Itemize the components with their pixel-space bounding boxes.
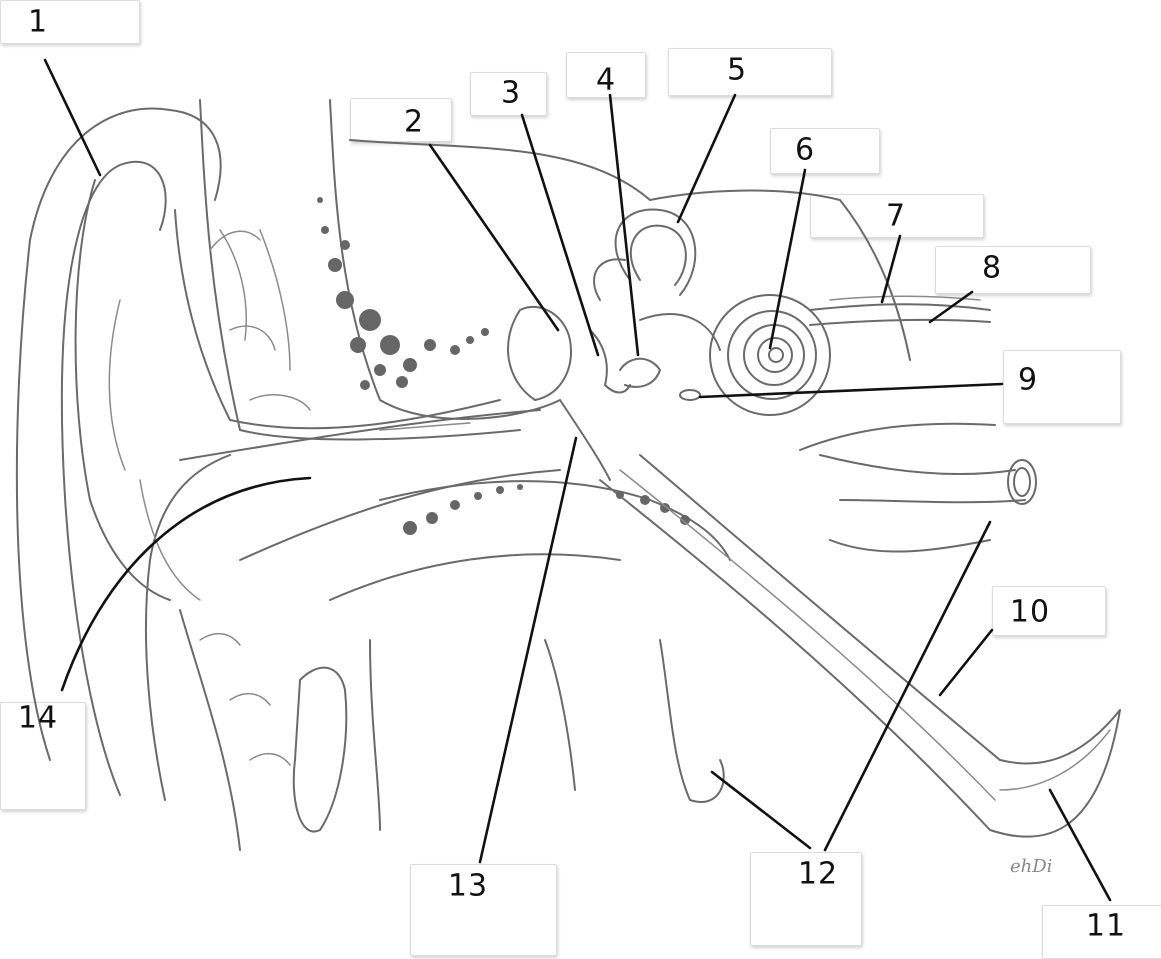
answer-box-1[interactable] <box>0 0 140 44</box>
answer-box-6[interactable] <box>770 128 880 174</box>
leader-line-8 <box>928 290 974 324</box>
label-3: 3 <box>500 75 522 111</box>
label-10: 10 <box>1009 594 1051 630</box>
leader-line-6 <box>768 168 807 350</box>
leader-lines <box>43 58 1112 902</box>
leader-line-4 <box>608 93 640 357</box>
label-8: 8 <box>981 250 1003 286</box>
blood-vessel <box>799 422 1037 553</box>
leader-line-2 <box>428 143 560 332</box>
pinna-outline <box>15 107 231 801</box>
answer-box-4[interactable] <box>566 52 646 98</box>
answer-box-14[interactable] <box>0 702 86 810</box>
ear-canal <box>179 409 561 561</box>
leader-line-7 <box>880 234 902 304</box>
answer-box-9[interactable] <box>1003 350 1121 424</box>
leader-line-3 <box>520 113 600 357</box>
lower-temporal-bone <box>329 480 731 601</box>
answer-box-2[interactable] <box>350 98 452 142</box>
leader-line-11 <box>1048 788 1112 902</box>
label-1: 1 <box>27 4 49 40</box>
label-4: 4 <box>595 62 617 98</box>
bone-texture <box>179 609 725 851</box>
label-2: 2 <box>403 104 425 140</box>
label-6: 6 <box>794 132 816 168</box>
leader-line-5 <box>676 93 737 224</box>
vestibulocochlear-nerve <box>809 295 991 326</box>
leader-line-9 <box>698 382 1004 399</box>
semicircular-canals <box>593 208 721 351</box>
answer-box-12[interactable] <box>750 852 862 946</box>
answer-box-13[interactable] <box>410 864 557 956</box>
middle-ear <box>507 305 661 481</box>
label-13: 13 <box>447 868 489 904</box>
label-7: 7 <box>885 198 907 234</box>
mastoid-air-cells <box>317 197 489 390</box>
temporal-bone <box>174 99 911 441</box>
leader-line-14 <box>60 476 312 692</box>
answer-box-8[interactable] <box>935 246 1091 294</box>
label-5: 5 <box>726 52 748 88</box>
leader-line-12a <box>823 520 992 852</box>
label-14: 14 <box>17 700 59 736</box>
answer-box-3[interactable] <box>470 72 547 116</box>
leader-line-12b <box>710 770 812 850</box>
label-11: 11 <box>1085 908 1127 944</box>
leader-line-1 <box>43 58 102 177</box>
answer-box-5[interactable] <box>668 48 832 96</box>
leader-line-10 <box>938 628 994 697</box>
artist-signature: ehDi <box>1010 856 1053 877</box>
leader-line-13 <box>478 436 578 864</box>
label-12: 12 <box>797 856 839 892</box>
cochlea <box>679 294 831 416</box>
label-9: 9 <box>1017 362 1039 398</box>
answer-box-10[interactable] <box>992 586 1106 636</box>
answer-box-7[interactable] <box>810 194 984 238</box>
eustachian-tube <box>599 454 1121 838</box>
